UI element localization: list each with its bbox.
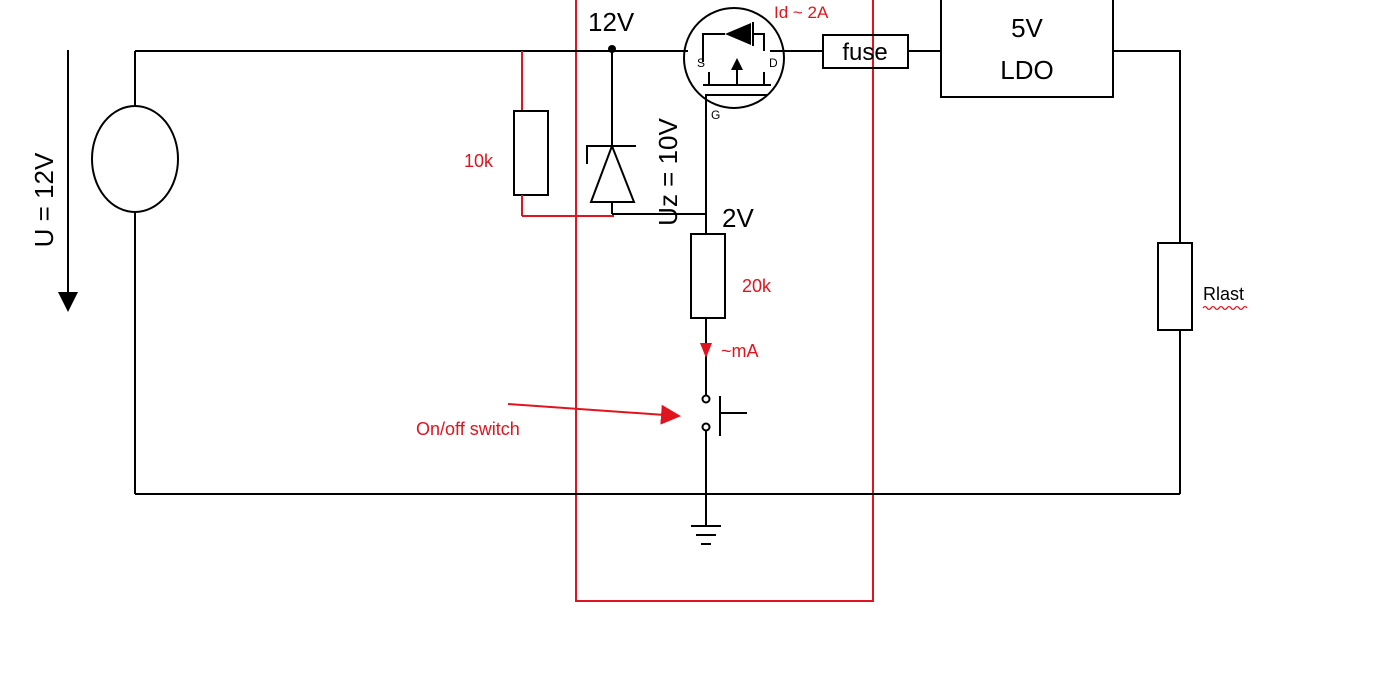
load-label: Rlast: [1203, 284, 1244, 304]
voltage-source: [91, 105, 179, 213]
bias-current-label: ~mA: [721, 341, 759, 361]
switch-contact-bottom: [701, 422, 711, 432]
switch-note-arrow: [507, 403, 681, 425]
node-2v-label: 2V: [722, 203, 754, 233]
load-resistor: [1157, 242, 1193, 331]
node-12v-label: 12V: [588, 7, 635, 37]
ldo-output-wire: [1113, 50, 1181, 243]
fuse-label: fuse: [842, 39, 887, 66]
switch-contact-top: [701, 394, 711, 404]
resistor-20k: [690, 233, 726, 319]
node-12v-dot: [608, 45, 616, 53]
ldo-line2: LDO: [1000, 55, 1053, 85]
mosfet: [683, 7, 785, 109]
supply-voltage-label: U = 12V: [29, 152, 59, 247]
zener-voltage-label: Uz = 10V: [653, 118, 683, 226]
drain-current-label: Id ~ 2A: [774, 3, 829, 22]
current-arrow: [700, 343, 712, 358]
zener-bar: [586, 145, 636, 164]
spellcheck-underline: [1202, 305, 1248, 311]
mosfet-source-label: S: [697, 56, 705, 70]
resistor-10k: [513, 110, 549, 196]
ldo-block: [940, 0, 1114, 98]
highlight-box: [575, 0, 874, 602]
mosfet-gate-label: G: [711, 108, 720, 122]
r10k-label: 10k: [464, 151, 494, 171]
zener-diode: [589, 143, 636, 203]
switch-note-label: On/off switch: [416, 419, 520, 439]
ldo-line1: 5V: [1011, 13, 1043, 43]
r20k-label: 20k: [742, 276, 772, 296]
ground-symbol: [691, 525, 721, 545]
mosfet-drain-label: D: [769, 56, 778, 70]
